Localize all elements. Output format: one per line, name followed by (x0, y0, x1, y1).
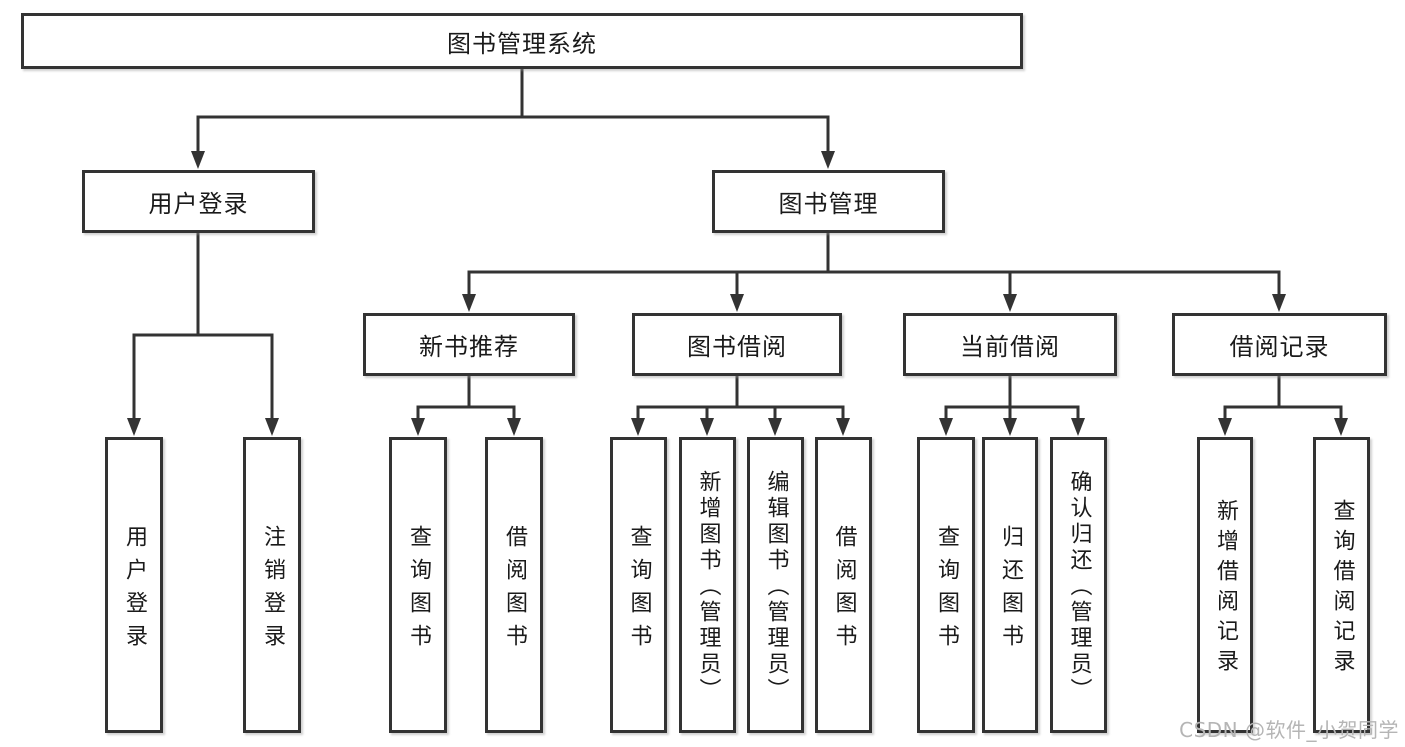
leaf-query-books-recommend: 查询图书 (389, 437, 447, 733)
node-new-book-recommend: 新书推荐 (363, 313, 575, 376)
node-label: 图书管理 (778, 190, 879, 218)
leaf-logout: 注销登录 (243, 437, 301, 733)
leaf-user-login: 用户登录 (105, 437, 163, 733)
leaf-return-books: 归还图书 (982, 437, 1038, 733)
arrowhead (1218, 418, 1232, 436)
node-label: 新增图书（管理员） (695, 470, 721, 704)
arrowhead (821, 151, 835, 169)
node-label: 用户登录 (148, 190, 249, 218)
arrowhead (700, 418, 714, 436)
node-label: 查询借阅记录 (1329, 499, 1355, 679)
arrowhead (730, 294, 744, 312)
arrowhead (127, 418, 141, 436)
leaf-query-borrow-record: 查询借阅记录 (1313, 437, 1370, 733)
arrowhead (507, 418, 521, 436)
arrowhead (1272, 294, 1286, 312)
node-label: 注销登录 (260, 524, 285, 657)
node-label: 新增借阅记录 (1213, 499, 1238, 679)
node-label: 新书推荐 (419, 333, 519, 361)
node-label: 借阅记录 (1229, 333, 1330, 361)
arrowhead (265, 418, 279, 436)
node-root-system: 图书管理系统 (21, 13, 1023, 69)
csdn-watermark: CSDN @软件_小贺同学 (1179, 718, 1399, 742)
leaf-query-books-borrowing: 查询图书 (610, 437, 667, 733)
arrowhead (836, 418, 850, 436)
node-borrowing-records: 借阅记录 (1172, 313, 1387, 376)
node-user-login: 用户登录 (82, 170, 315, 233)
leaf-confirm-return-admin: 确认归还（管理员） (1050, 437, 1107, 733)
arrowhead (1003, 418, 1017, 436)
node-label: 查询图书 (406, 524, 431, 657)
node-current-borrowing: 当前借阅 (903, 313, 1117, 376)
node-label: 图书借阅 (687, 333, 787, 361)
node-label: 借阅图书 (831, 524, 857, 657)
arrowhead (1334, 418, 1348, 436)
node-label: 借阅图书 (502, 524, 527, 657)
leaf-borrow-books: 借阅图书 (815, 437, 872, 733)
leaf-borrow-books-recommend: 借阅图书 (485, 437, 543, 733)
arrowhead (191, 151, 205, 169)
node-label: 确认归还（管理员） (1066, 470, 1092, 704)
node-label: 当前借阅 (960, 333, 1060, 361)
arrowhead (631, 418, 645, 436)
node-label: 用户登录 (122, 524, 147, 657)
arrowhead (1071, 418, 1085, 436)
leaf-edit-books-admin: 编辑图书（管理员） (747, 437, 804, 733)
arrowhead (462, 294, 476, 312)
node-label: 图书管理系统 (447, 29, 597, 58)
leaf-add-borrow-record: 新增借阅记录 (1197, 437, 1253, 733)
node-book-borrowing: 图书借阅 (632, 313, 842, 376)
leaf-query-books-current: 查询图书 (917, 437, 975, 733)
arrowhead (768, 418, 782, 436)
node-book-management: 图书管理 (712, 170, 945, 233)
node-label: 归还图书 (998, 524, 1023, 657)
arrowhead (1003, 294, 1017, 312)
node-label: 查询图书 (626, 524, 652, 657)
node-label: 查询图书 (934, 524, 959, 657)
arrowhead (939, 418, 953, 436)
arrowhead (411, 418, 425, 436)
node-label: 编辑图书（管理员） (763, 470, 789, 704)
leaf-add-books-admin: 新增图书（管理员） (679, 437, 736, 733)
